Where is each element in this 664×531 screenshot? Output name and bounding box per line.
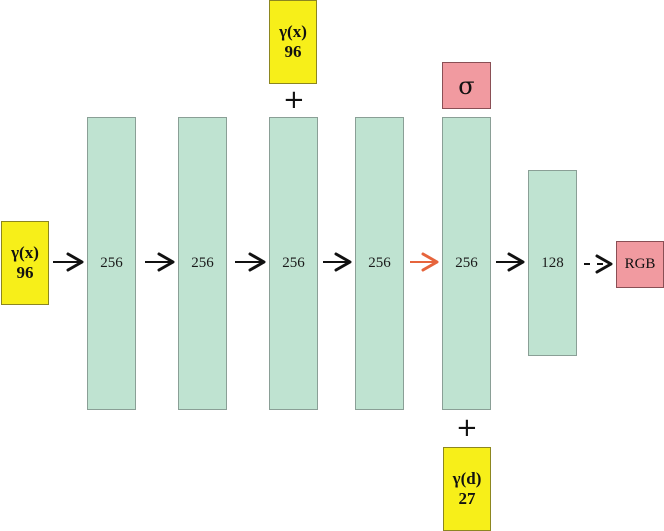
input-top-symbol: γ(x) xyxy=(279,22,307,42)
input-direction-encoding-bottom: γ(d) 27 xyxy=(443,447,491,531)
hidden-layer-5: 256 xyxy=(442,117,491,410)
layer-4-width-label: 256 xyxy=(368,255,391,271)
hidden-layer-2: 256 xyxy=(178,117,227,410)
layer-1-width-label: 256 xyxy=(100,255,123,271)
density-output-sigma: σ xyxy=(442,62,491,109)
input-left-dimension: 96 xyxy=(16,263,34,282)
sigma-symbol: σ xyxy=(458,71,475,100)
hidden-layer-1: 256 xyxy=(87,117,136,410)
rgb-label: RGB xyxy=(624,256,656,272)
bottom-concatenation-plus: + xyxy=(456,413,478,443)
input-position-encoding-top: γ(x) 96 xyxy=(269,0,317,84)
hidden-layer-3: 256 xyxy=(269,117,318,410)
layer-5-width-label: 256 xyxy=(455,255,478,271)
input-bottom-dimension: 27 xyxy=(458,489,476,508)
hidden-layer-6: 128 xyxy=(528,170,577,356)
top-concatenation-plus: + xyxy=(283,85,305,115)
hidden-layer-4: 256 xyxy=(355,117,404,410)
layer-2-width-label: 256 xyxy=(191,255,214,271)
input-position-encoding-left: γ(x) 96 xyxy=(1,221,49,305)
input-left-symbol: γ(x) xyxy=(11,243,39,263)
color-output-rgb: RGB xyxy=(616,241,664,288)
input-top-dimension: 96 xyxy=(284,42,302,61)
layer-3-width-label: 256 xyxy=(282,255,305,271)
input-bottom-symbol: γ(d) xyxy=(452,469,482,489)
layer-6-width-label: 128 xyxy=(541,254,564,271)
